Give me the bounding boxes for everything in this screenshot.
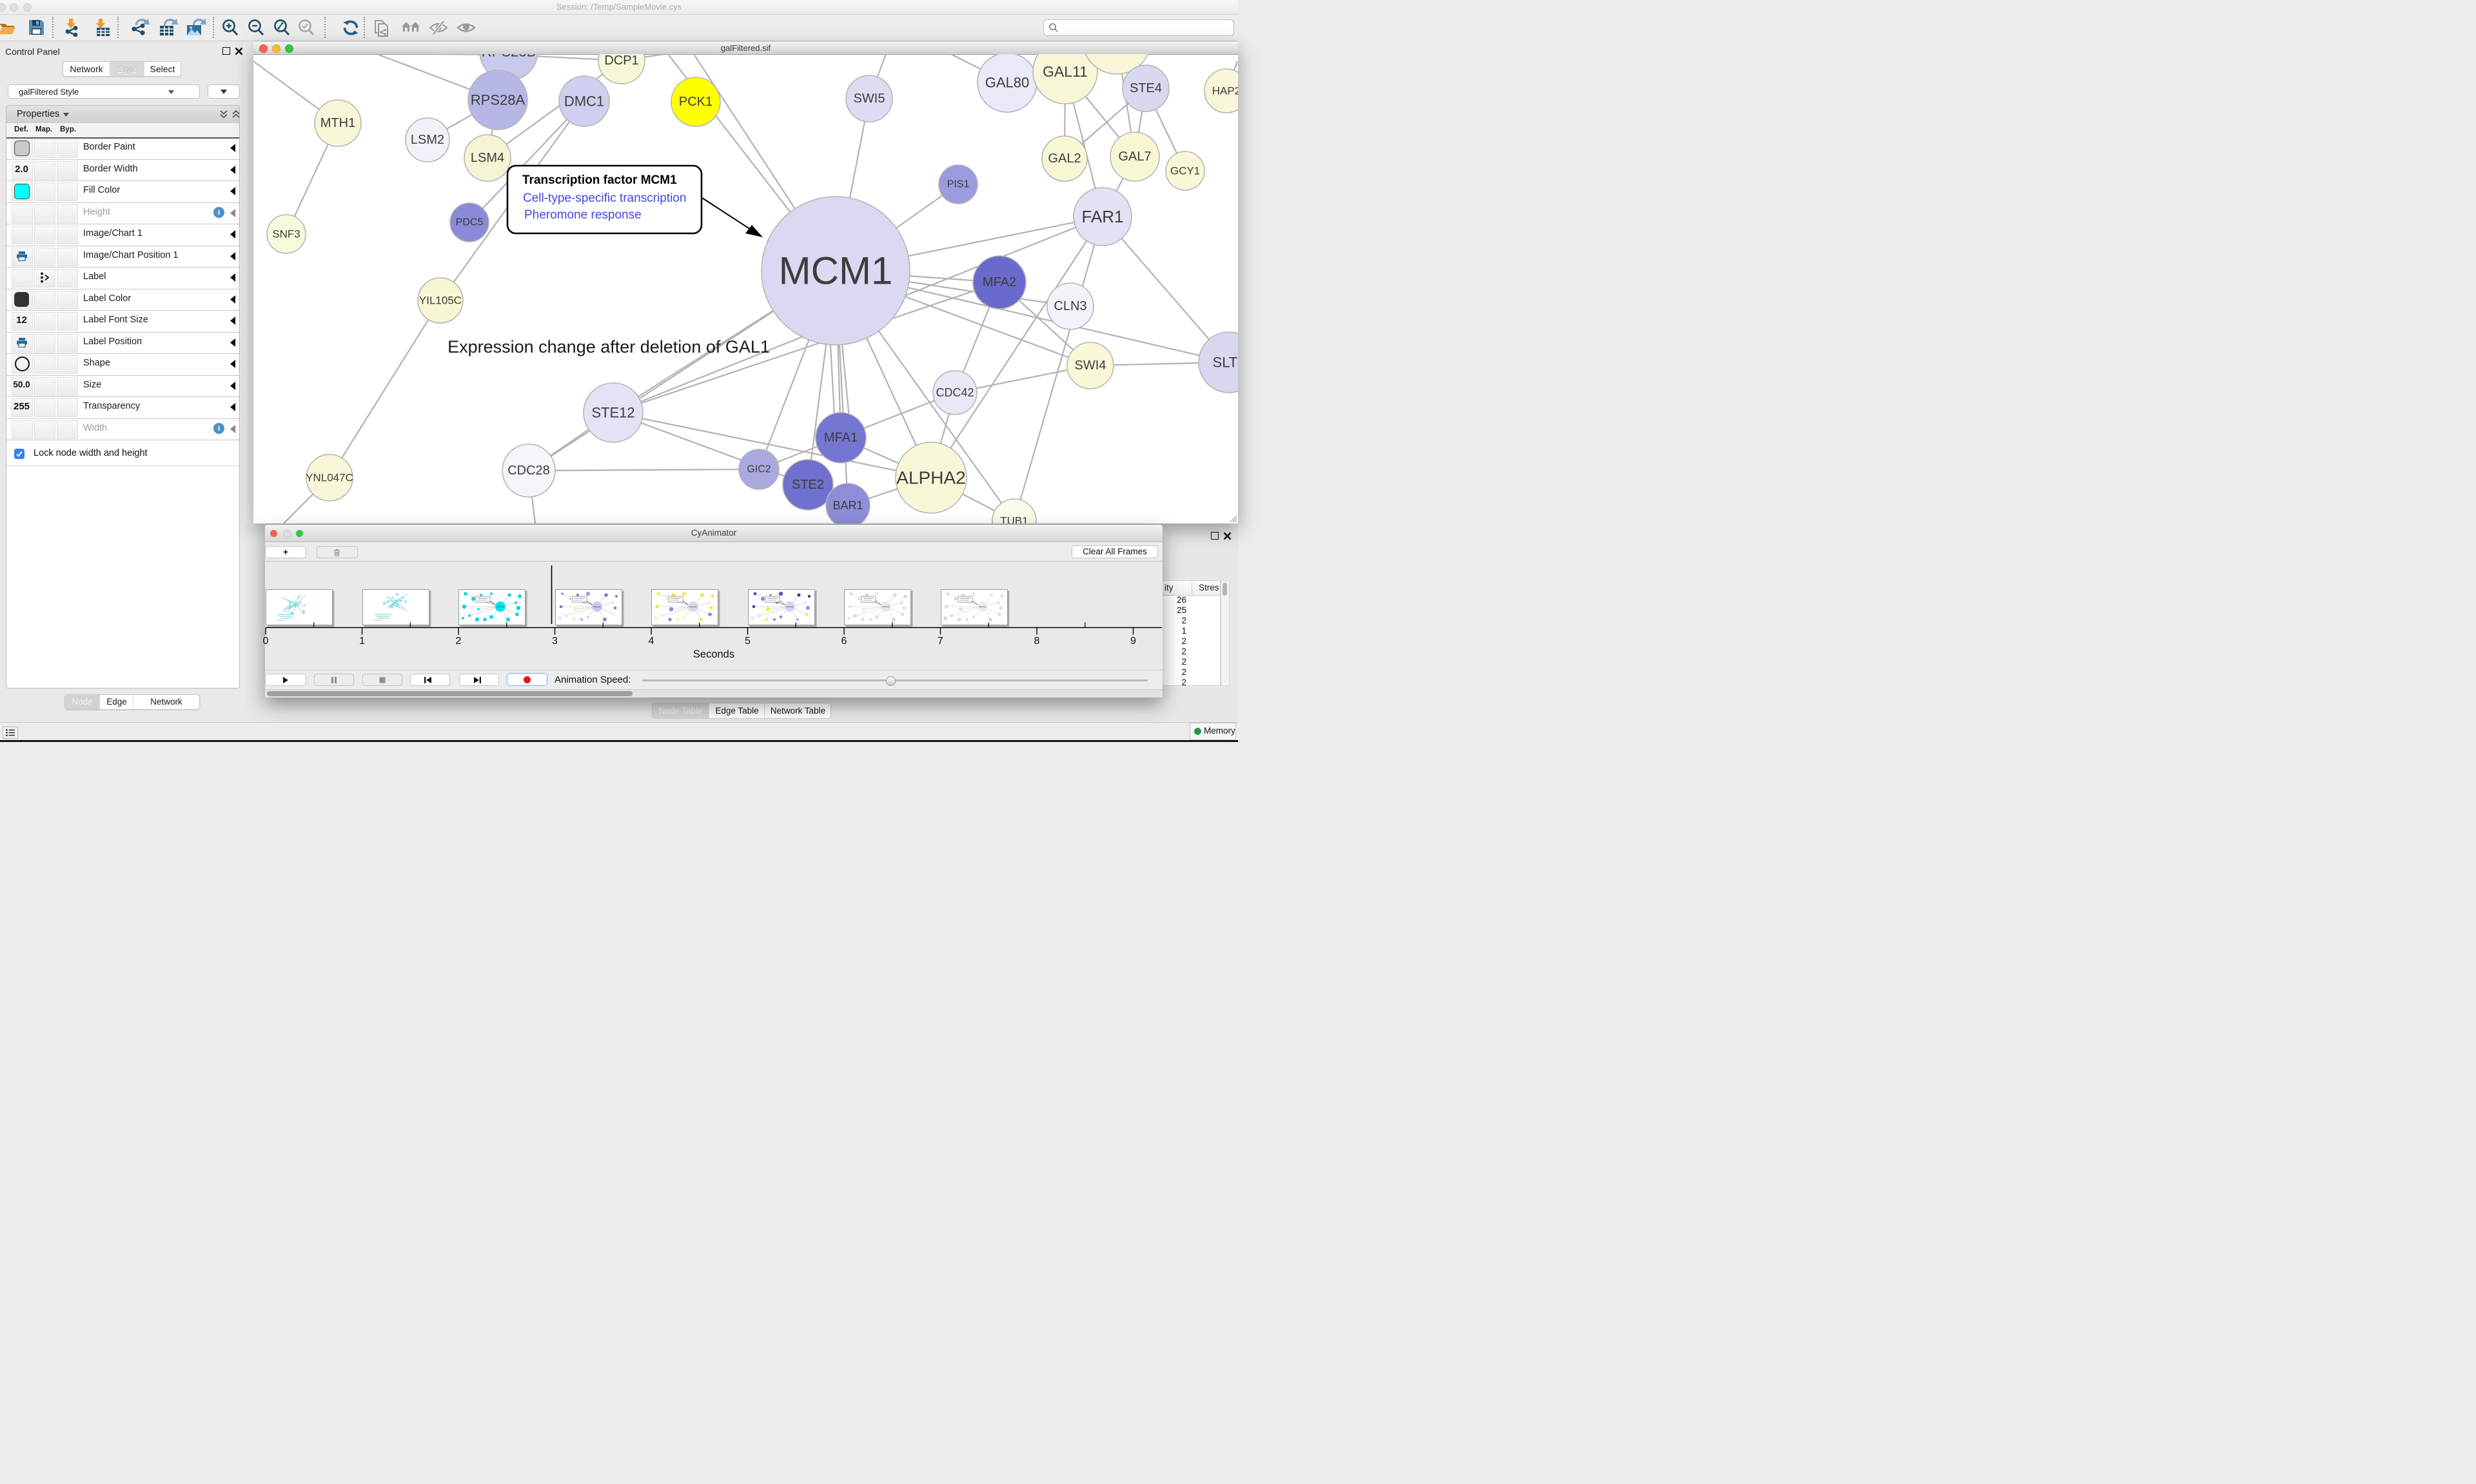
svg-text:Cell-type-specific transcripti: Cell-type-specific transcription [523, 191, 686, 205]
svg-text:MCM1: MCM1 [689, 605, 698, 609]
svg-text:ALPHA2: ALPHA2 [896, 468, 965, 488]
svg-text:SWI4: SWI4 [1075, 358, 1106, 373]
svg-text:CLN3: CLN3 [1054, 299, 1086, 313]
svg-text:SWI5: SWI5 [854, 92, 885, 106]
svg-text:STE4: STE4 [1130, 81, 1162, 95]
svg-text:GIC2: GIC2 [747, 464, 771, 475]
svg-text:STE2: STE2 [792, 478, 824, 492]
svg-text:Transcription factor MCM1: Transcription factor MCM1 [522, 173, 677, 187]
svg-text:MTH1: MTH1 [320, 116, 355, 130]
svg-text:GAL11: GAL11 [1043, 63, 1088, 80]
svg-text:YIL105C: YIL105C [419, 295, 462, 307]
svg-text:FAR1: FAR1 [1081, 207, 1123, 226]
svg-text:STE12: STE12 [591, 405, 634, 421]
svg-text:RPS28B: RPS28B [482, 54, 536, 60]
svg-text:MCM1: MCM1 [496, 605, 505, 609]
svg-text:MCM1: MCM1 [786, 605, 794, 609]
svg-text:Expression change after deleti: Expression change after deletion of GAL1 [447, 337, 770, 356]
svg-text:DCP1: DCP1 [604, 54, 638, 68]
svg-text:DMC1: DMC1 [564, 93, 604, 110]
svg-text:GAL80: GAL80 [985, 75, 1030, 91]
svg-text:MCM1: MCM1 [593, 605, 602, 609]
svg-text:CDC28: CDC28 [507, 464, 550, 478]
svg-text:PDC5: PDC5 [456, 217, 484, 228]
svg-text:MFA2: MFA2 [983, 275, 1016, 289]
svg-text:Pheromone response: Pheromone response [524, 208, 642, 222]
svg-text:YNL047C: YNL047C [306, 472, 353, 484]
svg-text:RPS28A: RPS28A [471, 92, 526, 108]
svg-text:LSM4: LSM4 [471, 151, 504, 165]
svg-text:TUB1: TUB1 [1000, 515, 1028, 524]
svg-text:PIS1: PIS1 [947, 179, 970, 190]
svg-text:GCY1: GCY1 [1170, 165, 1200, 177]
svg-text:BAR1: BAR1 [832, 499, 863, 512]
svg-text:MCM1: MCM1 [979, 605, 987, 609]
svg-text:SLT2: SLT2 [1213, 355, 1238, 371]
svg-text:MFA1: MFA1 [824, 431, 858, 445]
svg-text:HAP2: HAP2 [1212, 85, 1238, 97]
svg-text:GAL7: GAL7 [1118, 150, 1151, 164]
svg-text:CDC42: CDC42 [936, 386, 974, 399]
svg-text:PCK1: PCK1 [679, 95, 712, 109]
svg-text:MCM1: MCM1 [779, 249, 893, 293]
svg-text:LSM2: LSM2 [411, 133, 444, 147]
svg-text:SNF3: SNF3 [272, 228, 300, 240]
svg-text:MCM1: MCM1 [882, 605, 890, 609]
svg-text:GAL2: GAL2 [1048, 151, 1081, 166]
